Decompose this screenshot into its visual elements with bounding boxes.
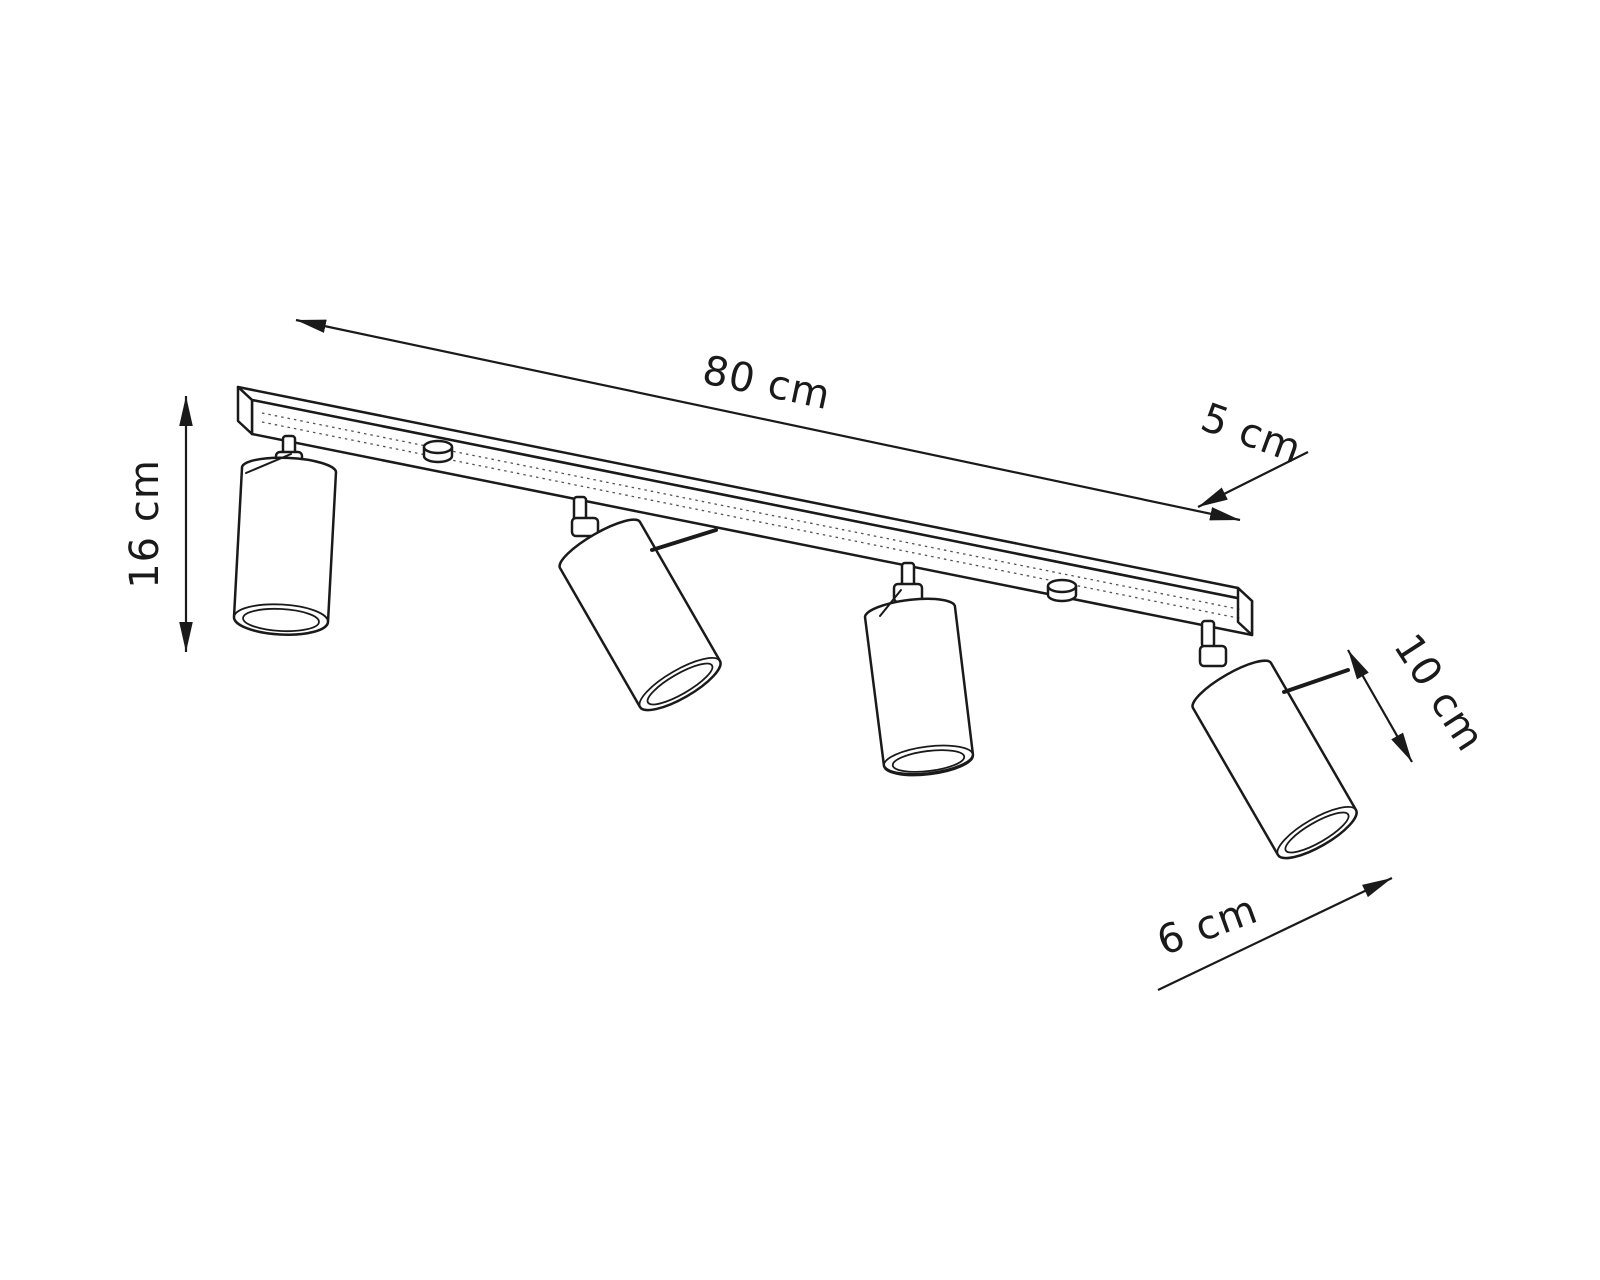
spot-4-body: [1191, 659, 1358, 860]
rail-left-end-cap: [236, 385, 254, 436]
spotlight-2: [558, 495, 722, 712]
label-rail-depth: 5 cm: [1195, 395, 1308, 473]
label-shade-diameter: 6 cm: [1151, 887, 1264, 965]
spot-4-adjust-rod: [1282, 668, 1350, 694]
rail-screw-cap: [422, 439, 454, 464]
spot-2-opening-rim: [638, 657, 722, 711]
screw-cap-top: [1046, 578, 1078, 594]
dim-line-rail-depth: [1197, 451, 1309, 508]
spot-4-knuckle: [1198, 644, 1228, 668]
dim-line-shade-diameter: [1157, 877, 1393, 991]
spotlight-1: [232, 434, 338, 636]
spot-2-adjust-rod: [650, 528, 718, 552]
spot-1-pivot-pin: [245, 453, 292, 474]
spot-2-opening-inner: [646, 662, 714, 706]
spot-4-opening-inner: [1284, 811, 1350, 854]
spot-3-body: [863, 597, 975, 776]
mounting-rail: [236, 385, 1254, 637]
dim-line-shade-length: [1347, 649, 1413, 763]
spotlight-3: [863, 561, 975, 777]
spot-3-opening-rim: [882, 744, 975, 777]
spot-3-pivot-pin: [879, 589, 902, 617]
dim-line-rail-length: [295, 318, 1241, 522]
spot-4-stem: [1200, 619, 1216, 649]
spotlight-4: [1191, 619, 1358, 860]
spot-2-body: [558, 518, 722, 712]
label-fixture-height: 16 cm: [122, 459, 168, 589]
rail-screw-cap: [1046, 578, 1078, 603]
spot-3-opening-inner: [891, 749, 966, 773]
rail-right-end-cap: [1236, 586, 1254, 637]
rail-front-face: [250, 398, 1254, 637]
spot-1-opening-inner: [242, 607, 320, 633]
label-shade-length: 10 cm: [1384, 626, 1493, 760]
rail-texture-line: [261, 412, 1244, 611]
spot-4-opening-rim: [1276, 806, 1358, 859]
dimension-lines: [179, 318, 1413, 991]
label-rail-length: 80 cm: [699, 347, 835, 419]
screw-cap-top: [422, 439, 454, 455]
spot-1-body: [232, 456, 338, 636]
rail-texture-line: [261, 421, 1244, 620]
spot-1-opening-rim: [233, 603, 329, 636]
rail-top-face: [236, 385, 1254, 603]
